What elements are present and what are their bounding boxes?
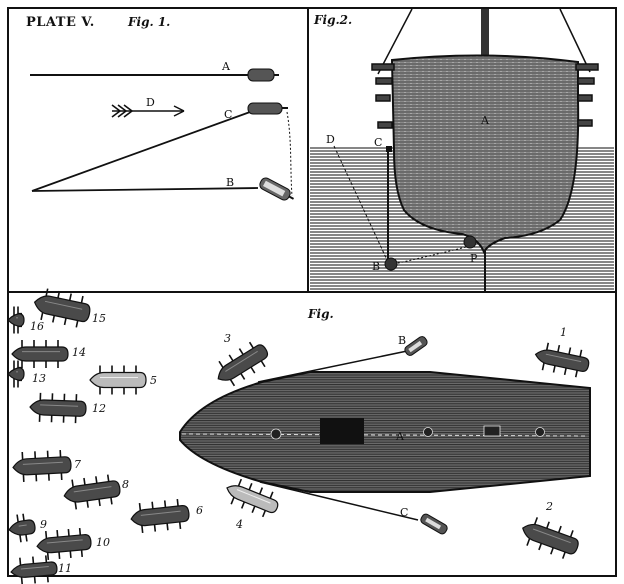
torpedo-5 xyxy=(89,365,147,395)
torpedo-12 xyxy=(29,392,87,424)
fig2-label-p: P xyxy=(470,252,478,265)
fig2-hull xyxy=(390,54,580,255)
fig1-heading: Fig. 1. xyxy=(127,15,170,29)
torpedo-number-15: 15 xyxy=(92,312,106,325)
torpedo-11 xyxy=(10,555,58,584)
figure-2: Fig.2. A C D xyxy=(310,8,614,291)
fig3-torpedo-c xyxy=(420,513,448,535)
fig3-heading: Fig. xyxy=(307,307,334,321)
fig3-keel-line xyxy=(181,433,589,437)
torpedo-number-11: 11 xyxy=(58,562,72,575)
torpedo-8 xyxy=(63,474,121,510)
fig2-label-d: D xyxy=(326,133,335,146)
fig1-torpedo-a xyxy=(247,68,279,82)
fig3-torpedo-b xyxy=(404,336,428,356)
fig3-ship-hull xyxy=(179,371,591,493)
fig1-label-b: B xyxy=(226,176,234,189)
torpedo-number-6: 6 xyxy=(196,504,203,517)
torpedo-15 xyxy=(33,288,91,328)
torpedo-6 xyxy=(130,499,190,533)
torpedo-number-4: 4 xyxy=(235,518,243,531)
torpedo-number-12: 12 xyxy=(92,402,106,415)
fig2-dotted-bp xyxy=(393,245,471,265)
fig1-arrow-d xyxy=(111,104,185,118)
torpedo-number-3: 3 xyxy=(224,332,231,345)
torpedo-10 xyxy=(36,528,92,560)
fig2-ball-b xyxy=(384,257,398,271)
fig1-line-b xyxy=(31,187,259,192)
fig3-label-b: B xyxy=(398,334,406,347)
fig1-line-c xyxy=(31,111,251,192)
torpedo-9 xyxy=(8,513,36,543)
torpedo-1 xyxy=(534,342,590,378)
torpedo-number-8: 8 xyxy=(122,478,129,491)
fig1-dotted-connector xyxy=(286,111,293,197)
torpedo-number-7: 7 xyxy=(74,458,81,471)
torpedo-number-5: 5 xyxy=(150,374,157,387)
torpedo-4 xyxy=(226,478,279,518)
torpedo-number-1: 1 xyxy=(560,326,567,339)
fig1-torpedo-c xyxy=(247,102,288,115)
fig1-label-c: C xyxy=(224,108,232,121)
torpedo-number-13: 13 xyxy=(32,372,46,385)
fig3-tow-line-c xyxy=(259,481,419,521)
fig3-label-a: A xyxy=(395,430,405,443)
fig3-tow-line-b xyxy=(257,349,413,383)
fig2-label-b: B xyxy=(372,260,380,273)
plate-title: PLATE V. xyxy=(26,15,95,30)
fig1-torpedo-b xyxy=(259,177,295,201)
torpedo-number-9: 9 xyxy=(40,518,47,531)
fig2-heading: Fig.2. xyxy=(313,13,352,27)
torpedo-16 xyxy=(7,306,25,334)
torpedo-13 xyxy=(7,360,25,388)
torpedo-number-16: 16 xyxy=(30,320,44,333)
fig1-label-d: D xyxy=(146,96,155,109)
torpedo-number-2: 2 xyxy=(545,500,553,513)
torpedo-7 xyxy=(12,449,72,483)
figure-1: PLATE V. Fig. 1. A D C xyxy=(26,15,295,201)
fig2-label-c: C xyxy=(374,136,382,149)
fig2-label-a: A xyxy=(480,114,490,127)
torpedo-number-14: 14 xyxy=(72,346,86,359)
fig2-fittings xyxy=(371,63,599,129)
torpedo-3 xyxy=(217,341,269,387)
fig1-label-a: A xyxy=(221,60,231,73)
torpedo-number-10: 10 xyxy=(96,536,110,549)
fig2-mast xyxy=(481,9,489,59)
fig2-dotted-d xyxy=(333,145,389,263)
fig2-ball-p xyxy=(463,235,477,249)
torpedo-2 xyxy=(522,517,579,559)
fig3-label-c: C xyxy=(400,506,408,519)
torpedo-14 xyxy=(11,340,69,368)
